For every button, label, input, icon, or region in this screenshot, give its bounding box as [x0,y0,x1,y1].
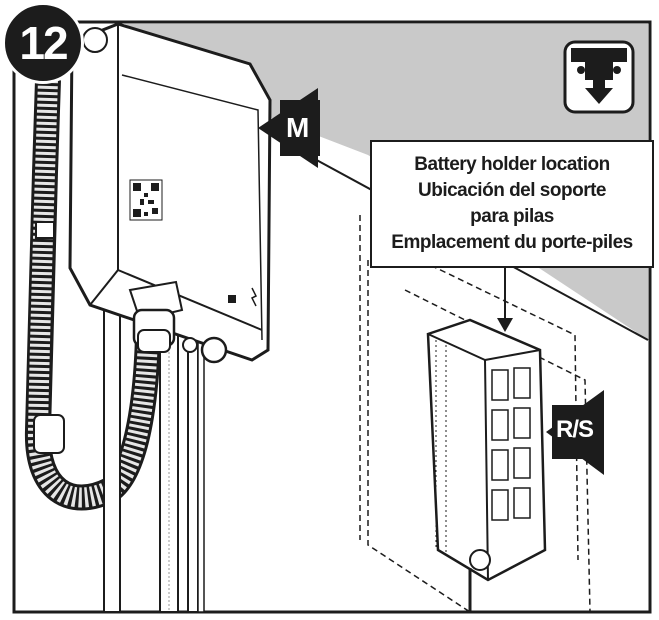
step-number-badge: 12 [2,2,84,84]
callout-line-spanish-2: para pilas [470,206,554,227]
battery-mount-outline [359,215,591,613]
battery-holder-box [426,318,547,612]
callout-line-english: Battery holder location [414,154,610,175]
battery-holder-callout: Battery holder location Ubicación del so… [370,140,654,268]
pipes [103,269,205,613]
callout-arrow [497,268,513,332]
qr-code-icon [129,179,163,221]
unit-m [68,22,272,364]
callout-line-spanish-1: Ubicación del soporte [418,180,606,201]
callout-line-french: Emplacement du porte-piles [391,232,633,253]
wall-mount-icon [563,40,635,114]
braided-hose-left [24,79,162,511]
unit-m-label: M [286,112,309,143]
battery-box-tag-bg [552,405,604,459]
battery-box-label: R/S [556,416,594,443]
unit-m-tag-bg [280,100,320,156]
